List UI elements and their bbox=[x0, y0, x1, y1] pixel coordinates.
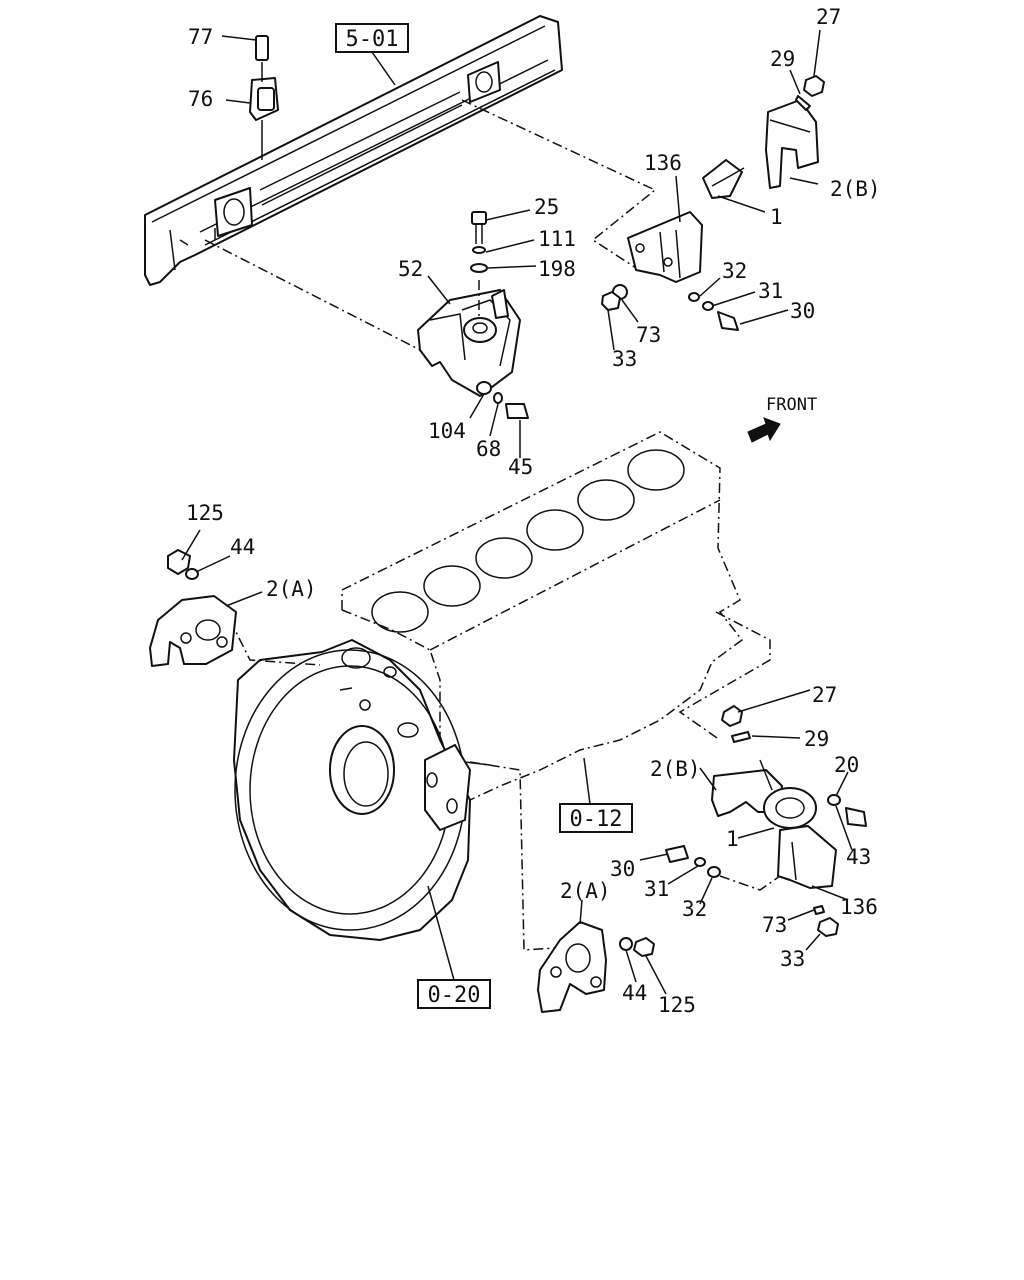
callout-44-lower: 44 bbox=[622, 981, 647, 1005]
ref-label-frame: 5-01 bbox=[346, 27, 399, 52]
callout-68: 68 bbox=[476, 437, 501, 461]
ref-box-flywheel-housing: 0-20 bbox=[417, 885, 491, 1009]
callout-labels: 77 76 27 29 136 2(B) 1 25 111 198 52 32 … bbox=[186, 5, 881, 1017]
front-arrow-icon bbox=[747, 417, 781, 443]
callout-125: 125 bbox=[186, 501, 224, 525]
ref-label-flywheel-housing: 0-20 bbox=[428, 983, 481, 1008]
callout-32-lower: 32 bbox=[682, 897, 707, 921]
callout-29: 29 bbox=[770, 47, 795, 71]
callout-2a: 2(A) bbox=[266, 577, 317, 601]
callout-27: 27 bbox=[816, 5, 841, 29]
ref-box-engine: 0-12 bbox=[559, 757, 633, 833]
callout-73: 73 bbox=[636, 323, 661, 347]
callout-1: 1 bbox=[770, 205, 783, 229]
frame-rail bbox=[144, 15, 563, 286]
callout-44: 44 bbox=[230, 535, 255, 559]
lower-right-mount bbox=[639, 689, 867, 951]
callout-33-lower: 33 bbox=[780, 947, 805, 971]
callout-20: 20 bbox=[834, 753, 859, 777]
callout-32: 32 bbox=[722, 259, 747, 283]
engine-block bbox=[341, 431, 771, 801]
left-foot-bracket-upper bbox=[149, 529, 263, 667]
upper-right-mount bbox=[601, 75, 825, 331]
flywheel-housing bbox=[229, 619, 601, 951]
callout-31: 31 bbox=[758, 279, 783, 303]
callout-52: 52 bbox=[398, 257, 423, 281]
callout-27-lower: 27 bbox=[812, 683, 837, 707]
front-indicator: FRONT bbox=[747, 395, 817, 443]
callout-136: 136 bbox=[644, 151, 682, 175]
ref-label-engine: 0-12 bbox=[570, 807, 623, 832]
ref-box-frame: 5-01 bbox=[335, 23, 409, 86]
callout-2b-lower: 2(B) bbox=[650, 757, 701, 781]
frame-bracket-76 bbox=[221, 35, 279, 160]
callout-31-lower: 31 bbox=[644, 877, 669, 901]
front-label: FRONT bbox=[766, 395, 817, 415]
callout-25: 25 bbox=[534, 195, 559, 219]
callout-198: 198 bbox=[538, 257, 576, 281]
callout-76: 76 bbox=[188, 87, 213, 111]
callout-29-lower: 29 bbox=[804, 727, 829, 751]
callout-30-lower: 30 bbox=[610, 857, 635, 881]
upper-left-mount bbox=[417, 211, 529, 419]
upper-right-leaders bbox=[607, 29, 821, 351]
lower-foot-bracket bbox=[537, 899, 667, 1013]
callout-77: 77 bbox=[188, 25, 213, 49]
centerlines-upper bbox=[204, 99, 657, 356]
callout-30: 30 bbox=[790, 299, 815, 323]
callout-73-lower: 73 bbox=[762, 913, 787, 937]
callout-1-lower: 1 bbox=[726, 827, 739, 851]
callout-43: 43 bbox=[846, 845, 871, 869]
callout-2b: 2(B) bbox=[830, 177, 881, 201]
callout-33: 33 bbox=[612, 347, 637, 371]
callout-45: 45 bbox=[508, 455, 533, 479]
callout-104: 104 bbox=[428, 419, 466, 443]
upper-left-leaders bbox=[427, 209, 537, 458]
callout-2a-lower: 2(A) bbox=[560, 879, 611, 903]
callout-111: 111 bbox=[538, 227, 576, 251]
callout-125-lower: 125 bbox=[658, 993, 696, 1017]
callout-136-lower: 136 bbox=[840, 895, 878, 919]
